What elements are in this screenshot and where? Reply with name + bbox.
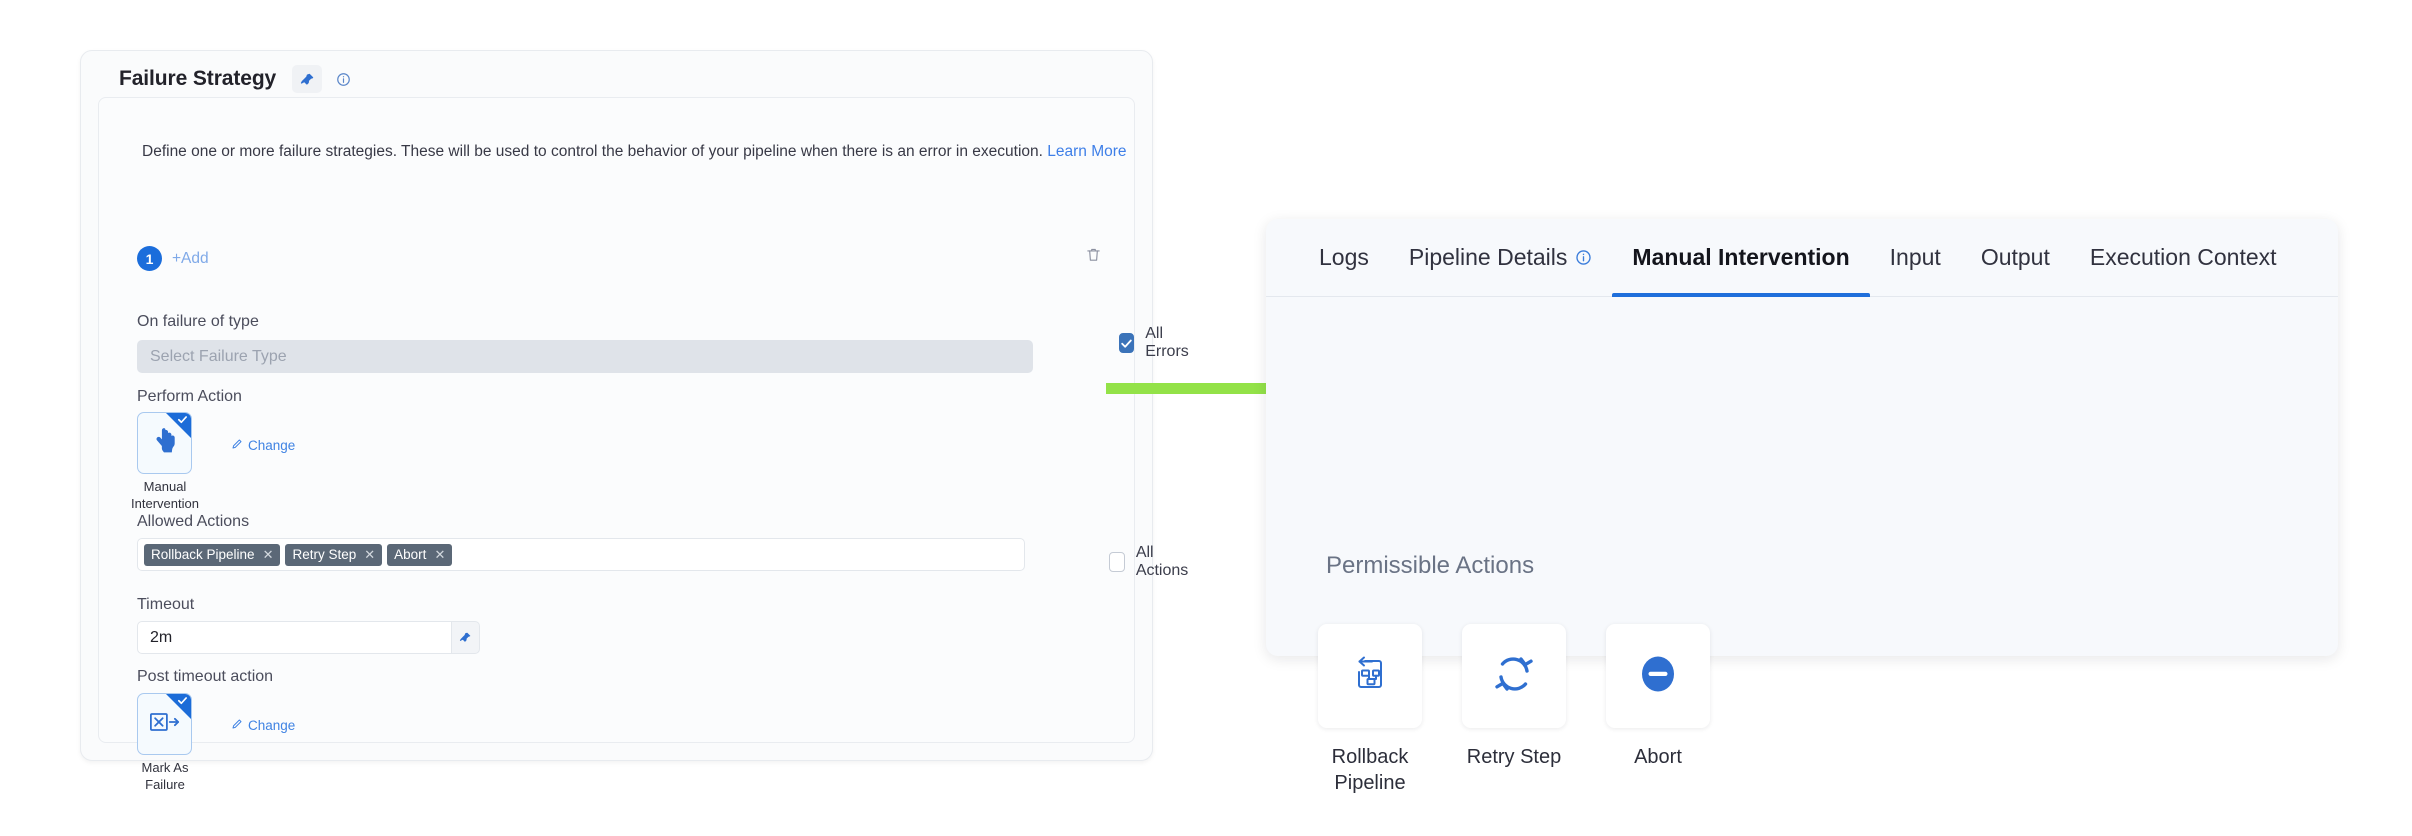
- perform-action-label: Perform Action: [137, 388, 242, 405]
- post-timeout-change-button[interactable]: Change: [231, 718, 295, 733]
- pencil-icon: [231, 438, 243, 453]
- action-label: Abort: [1634, 746, 1682, 768]
- rollback-pipeline-icon: [1348, 652, 1392, 701]
- manual-intervention-caption: Manual Intervention: [131, 479, 199, 511]
- manual-intervention-tile[interactable]: [137, 412, 192, 474]
- page-title: Failure Strategy: [119, 67, 277, 90]
- timeout-value: 2m: [150, 628, 173, 646]
- mark-as-failure-icon: [149, 710, 181, 739]
- failure-type-placeholder: Select Failure Type: [150, 347, 287, 365]
- all-actions-checkbox-row[interactable]: All Actions: [1109, 544, 1192, 580]
- trash-icon[interactable]: [1085, 246, 1102, 268]
- tab-execution-context[interactable]: Execution Context: [2070, 218, 2297, 296]
- abort-minus-circle-icon: [1635, 651, 1681, 702]
- perform-action-tile-wrap: Manual Intervention: [131, 412, 202, 512]
- failure-strategy-body: Define one or more failure strategies. T…: [98, 97, 1189, 792]
- all-actions-checkbox[interactable]: [1109, 552, 1125, 572]
- mark-as-failure-tile[interactable]: [137, 693, 192, 755]
- timeout-input[interactable]: 2m: [137, 621, 452, 654]
- check-icon: [177, 414, 188, 427]
- failure-type-select[interactable]: Select Failure Type: [137, 340, 1033, 373]
- timeout-label: Timeout: [137, 596, 195, 613]
- description-sentence: Define one or more failure strategies. T…: [142, 143, 1043, 160]
- action-icon-box[interactable]: [1462, 624, 1566, 728]
- description-text: Define one or more failure strategies. T…: [142, 142, 1127, 162]
- failure-strategy-header: Failure Strategy: [81, 51, 1152, 107]
- all-errors-label: All Errors: [1145, 325, 1189, 360]
- tag-label: Abort: [394, 547, 427, 562]
- perform-action-change-button[interactable]: Change: [231, 438, 295, 453]
- strategy-index-row: 1 +Add: [137, 246, 209, 271]
- action-icon-box[interactable]: [1318, 624, 1422, 728]
- on-failure-of-type-label: On failure of type: [137, 313, 259, 330]
- tag-item[interactable]: Rollback Pipeline ✕: [144, 543, 281, 566]
- tab-label: Pipeline Details: [1408, 243, 1568, 270]
- retry-refresh-icon: [1491, 651, 1537, 702]
- permissible-actions-title: Permissible Actions: [1326, 552, 1535, 579]
- action-label: Rollback Pipeline: [1331, 746, 1409, 794]
- info-circle-icon[interactable]: [336, 72, 351, 87]
- action-rollback-pipeline[interactable]: Rollback Pipeline: [1318, 624, 1422, 796]
- add-strategy-button[interactable]: +Add: [172, 249, 209, 267]
- close-x-icon[interactable]: ✕: [364, 546, 376, 562]
- post-timeout-action-label: Post timeout action: [137, 668, 274, 685]
- strategy-index-badge[interactable]: 1: [137, 246, 162, 271]
- action-label: Retry Step: [1466, 746, 1562, 768]
- pin-icon[interactable]: [292, 65, 323, 93]
- action-retry-step[interactable]: Retry Step: [1462, 624, 1566, 796]
- action-abort[interactable]: Abort: [1606, 624, 1710, 796]
- tab-output[interactable]: Output: [1961, 218, 2070, 296]
- close-x-icon[interactable]: ✕: [262, 546, 274, 562]
- tab-pipeline-details[interactable]: Pipeline Details: [1389, 218, 1613, 296]
- all-actions-label: All Actions: [1135, 544, 1189, 579]
- tab-label: Manual Intervention: [1632, 243, 1850, 270]
- action-icon-box[interactable]: [1606, 624, 1710, 728]
- pencil-icon: [231, 718, 243, 733]
- check-icon: [177, 695, 188, 708]
- allowed-actions-input[interactable]: Rollback Pipeline ✕ Retry Step ✕ Abort ✕: [137, 538, 1025, 571]
- tab-label: Input: [1889, 243, 1941, 270]
- all-errors-checkbox-row[interactable]: All Errors: [1119, 325, 1194, 361]
- tag-label: Rollback Pipeline: [151, 547, 255, 562]
- tag-item[interactable]: Retry Step ✕: [285, 543, 383, 566]
- tab-logs[interactable]: Logs: [1299, 218, 1389, 296]
- tag-item[interactable]: Abort ✕: [387, 543, 453, 566]
- close-x-icon[interactable]: ✕: [434, 546, 446, 562]
- post-timeout-tile-wrap: Mark As Failure: [137, 693, 202, 793]
- all-errors-checkbox[interactable]: [1119, 333, 1135, 353]
- learn-more-link[interactable]: Learn More: [1047, 143, 1127, 160]
- mark-as-failure-caption: Mark As Failure: [141, 760, 189, 792]
- change-label: Change: [248, 718, 296, 733]
- timeout-pin-icon[interactable]: [452, 621, 480, 654]
- tab-label: Output: [1980, 243, 2050, 270]
- tag-label: Retry Step: [292, 547, 357, 562]
- permissible-actions-list: Rollback Pipeline Retry Step: [1318, 624, 1710, 796]
- step-details-panel: Logs Pipeline Details Manual Interventio…: [1266, 219, 2338, 794]
- tab-manual-intervention[interactable]: Manual Intervention: [1612, 218, 1870, 297]
- allowed-actions-label: Allowed Actions: [137, 513, 250, 530]
- tab-label: Execution Context: [2089, 243, 2277, 270]
- tab-bar: Logs Pipeline Details Manual Interventio…: [1266, 219, 2338, 297]
- tab-input[interactable]: Input: [1870, 218, 1961, 296]
- change-label: Change: [248, 438, 296, 453]
- failure-strategy-card: Failure Strategy Define one or more fail…: [80, 50, 1189, 792]
- info-circle-icon[interactable]: [1575, 249, 1592, 266]
- tab-label: Logs: [1319, 243, 1369, 270]
